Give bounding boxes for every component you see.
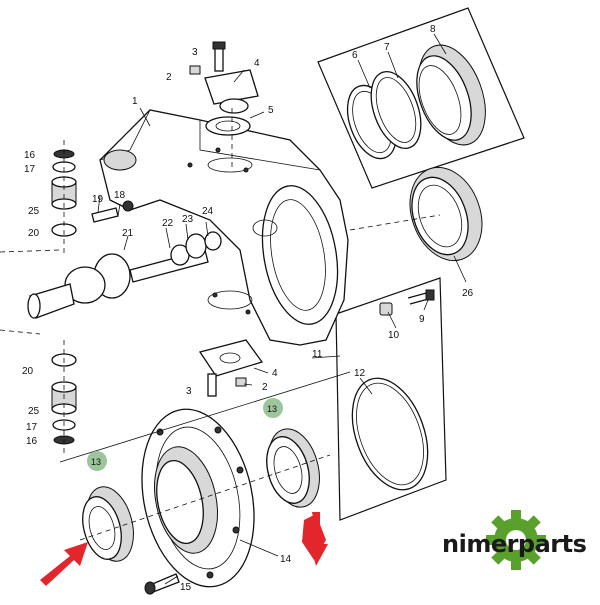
axis-upper (349, 214, 441, 231)
callout-18: 18 (114, 190, 126, 201)
callout-20-top: 20 (28, 228, 40, 239)
bolt-15 (144, 573, 180, 595)
left-stack-lower (51, 340, 77, 455)
bearing-13-left (82, 486, 134, 562)
callout-17-bottom: 17 (26, 422, 38, 433)
highlight-marker-13-left (87, 451, 107, 471)
callout-13-left: 13 (91, 457, 101, 467)
callout-10: 10 (388, 330, 400, 341)
kit-box-11 (335, 277, 447, 521)
callout-19: 19 (92, 194, 104, 205)
callout-13-right: 13 (267, 404, 277, 414)
leader-lines (97, 33, 467, 585)
kingpin-top (189, 41, 259, 170)
callout-6: 6 (352, 50, 358, 61)
bearing-13-right (266, 428, 320, 508)
callout-12: 12 (354, 368, 366, 379)
callout-21: 21 (122, 228, 134, 239)
left-stack-upper (51, 140, 77, 255)
seal-26 (409, 166, 483, 262)
hub-14 (141, 408, 255, 588)
arrow-left-red (40, 542, 88, 586)
callout-20-bottom: 20 (22, 366, 34, 377)
frame-line (59, 371, 351, 463)
callout-2-top: 2 (166, 72, 172, 83)
kingpin-bottom (198, 339, 264, 397)
seal-kit-inset (317, 7, 525, 189)
callout-8: 8 (430, 24, 436, 35)
center-axis (79, 454, 331, 541)
gear-logo-icon (486, 510, 546, 570)
arrow-right-red (302, 512, 328, 566)
callout-15: 15 (180, 582, 192, 593)
callout-4-top: 4 (254, 58, 260, 69)
axle-housing (99, 109, 349, 346)
callout-3-top: 3 (192, 47, 198, 58)
callout-25-top: 25 (28, 206, 40, 217)
callout-24: 24 (202, 206, 214, 217)
callout-22: 22 (162, 218, 174, 229)
callout-9: 9 (419, 314, 425, 325)
callout-2-bottom: 2 (262, 382, 268, 393)
callout-7: 7 (384, 42, 390, 53)
callout-16-top: 16 (24, 150, 36, 161)
callout-5: 5 (268, 105, 274, 116)
callout-14: 14 (280, 554, 292, 565)
callout-4-bottom: 4 (272, 368, 278, 379)
highlight-marker-13-right (263, 398, 283, 418)
callout-3-bottom: 3 (186, 386, 192, 397)
callout-17-top: 17 (24, 164, 36, 175)
callout-26: 26 (462, 288, 474, 299)
drive-shaft-21 (0, 231, 222, 335)
callout-16-bottom: 16 (26, 436, 38, 447)
callout-23: 23 (182, 214, 194, 225)
callout-25-bottom: 25 (28, 406, 40, 417)
callout-1: 1 (132, 96, 138, 107)
brand-logo-text: nimerparts (442, 530, 587, 558)
callout-11: 11 (312, 349, 323, 360)
